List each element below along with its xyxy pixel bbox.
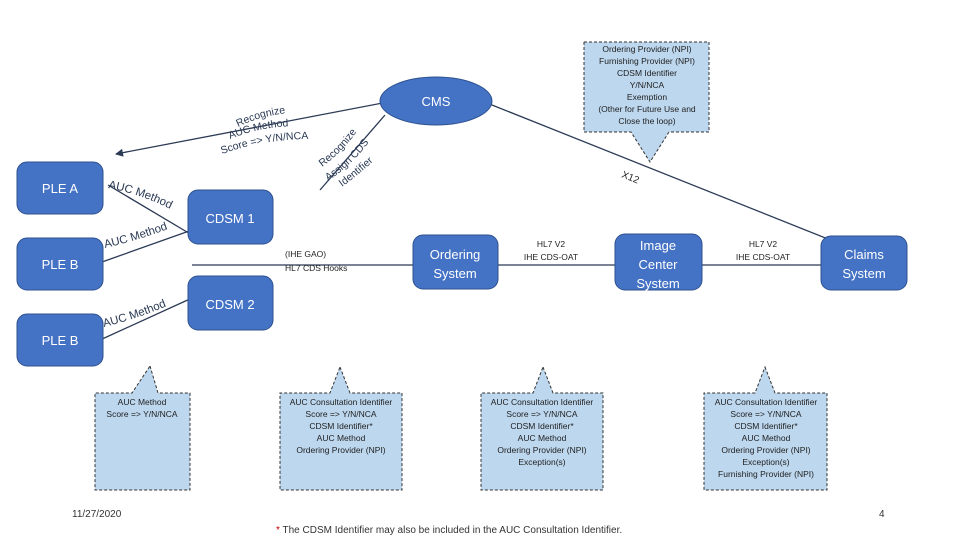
cdsm-callout-line-4: AUC Method	[317, 433, 366, 443]
top-callout-line-2: Furnishing Provider (NPI)	[599, 56, 695, 66]
ple-a-node[interactable]: PLE A	[16, 161, 104, 215]
claims-system-node[interactable]: Claims System	[820, 235, 908, 291]
x12-to-cms-line	[481, 100, 869, 256]
svg-text:AUC Method: AUC Method	[103, 221, 169, 251]
cdsm-callout: AUC Consultation Identifier Score => Y/N…	[279, 365, 403, 491]
top-callout-line-1: Ordering Provider (NPI)	[602, 44, 691, 54]
svg-text:AUC Method: AUC Method	[107, 179, 174, 211]
claims-callout-line-1: AUC Consultation Identifier	[715, 397, 818, 407]
ordering-system-node[interactable]: Ordering System	[412, 234, 499, 290]
hl7-v2-label-a: HL7 V2	[537, 239, 566, 249]
footnote-star: *	[276, 525, 280, 536]
cdsm-callout-line-2: Score => Y/N/NCA	[305, 409, 377, 419]
cms-to-ple-arrow	[115, 101, 389, 157]
ordering-callout-line-4: AUC Method	[518, 433, 567, 443]
cdsm-callout-line-5: Ordering Provider (NPI)	[296, 445, 385, 455]
top-callout-line-3: CDSM Identifier	[617, 68, 677, 78]
cdsm-callout-line-1: AUC Consultation Identifier	[290, 397, 393, 407]
claims-callout-line-7: Furnishing Provider (NPI)	[718, 469, 814, 479]
ple-callout-line-1: AUC Method	[118, 397, 167, 407]
ple-b-cdsm-line	[101, 229, 193, 263]
ordering-label-2: System	[433, 266, 476, 281]
ple-b2-node[interactable]: PLE B	[16, 313, 104, 367]
ordering-label-1: Ordering	[430, 247, 481, 262]
claims-label-1: Claims	[844, 247, 884, 262]
ple-callout-line-2: Score => Y/N/NCA	[106, 409, 178, 419]
ple-a-cdsm-line	[107, 184, 193, 236]
claims-callout: AUC Consultation Identifier Score => Y/N…	[703, 365, 828, 491]
cdsm2-label: CDSM 2	[205, 297, 254, 312]
ple-b2-cdsm2-line	[99, 297, 193, 341]
top-callout-line-6: (Other for Future Use and	[598, 104, 696, 114]
claims-label-2: System	[842, 266, 885, 281]
ple-b-auc-method-label: AUC Method	[103, 221, 169, 251]
svg-text:Assign CDSM: Assign CDSM	[0, 0, 371, 183]
connectors	[99, 100, 869, 341]
top-callout-line-7: Close the loop)	[618, 116, 675, 126]
footer-page-number: 4	[879, 509, 885, 520]
ordering-callout-line-2: Score => Y/N/NCA	[506, 409, 578, 419]
cms-node[interactable]: CMS	[379, 76, 493, 126]
cdsm1-label: CDSM 1	[205, 211, 254, 226]
ordering-callout-line-6: Exception(s)	[518, 457, 565, 467]
ple-b-node[interactable]: PLE B	[16, 237, 104, 291]
ple-a-label: PLE A	[42, 181, 78, 196]
cdsm2-node[interactable]: CDSM 2	[187, 275, 274, 331]
ple-callout: AUC Method Score => Y/N/NCA	[94, 364, 191, 491]
x12-label: X12	[620, 170, 641, 187]
top-callout: Ordering Provider (NPI) Furnishing Provi…	[583, 41, 710, 163]
cdsm1-node[interactable]: CDSM 1	[187, 189, 274, 245]
image-center-label-3: System	[636, 276, 679, 291]
image-center-label-1: Image	[640, 238, 676, 253]
claims-callout-line-4: AUC Method	[742, 433, 791, 443]
top-callout-line-4: Y/N/NCA	[630, 80, 665, 90]
cdsm-to-cms-line	[319, 114, 386, 191]
image-center-label-2: Center	[638, 257, 678, 272]
claims-callout-line-2: Score => Y/N/NCA	[730, 409, 802, 419]
ple-a-auc-method-label: AUC Method	[107, 179, 174, 211]
footnote: * The CDSM Identifier may also be includ…	[276, 525, 622, 536]
claims-callout-line-5: Ordering Provider (NPI)	[721, 445, 810, 455]
cms-label: CMS	[422, 94, 451, 109]
ihe-cds-oat-label-b: IHE CDS-OAT	[736, 252, 790, 262]
top-callout-line-5: Exemption	[627, 92, 667, 102]
ordering-callout-line-3: CDSM Identifier*	[510, 421, 574, 431]
ple-b-label: PLE B	[42, 257, 79, 272]
hl7-v2-label-b: HL7 V2	[749, 239, 778, 249]
claims-callout-line-3: CDSM Identifier*	[734, 421, 798, 431]
image-center-system-node[interactable]: Image Center System	[614, 233, 703, 291]
cdsm-callout-line-3: CDSM Identifier*	[309, 421, 373, 431]
ordering-callout-line-5: Ordering Provider (NPI)	[497, 445, 586, 455]
ple-b2-label: PLE B	[42, 333, 79, 348]
ordering-callout: AUC Consultation Identifier Score => Y/N…	[480, 365, 604, 491]
ihe-cds-oat-label-a: IHE CDS-OAT	[524, 252, 578, 262]
ihe-gao-label: (IHE GAO)	[285, 249, 326, 259]
claims-callout-line-6: Exception(s)	[742, 457, 789, 467]
hl7-cds-hooks-label: HL7 CDS Hooks	[285, 263, 347, 273]
ordering-callout-line-1: AUC Consultation Identifier	[491, 397, 594, 407]
assign-cdsm-label: Assign CDSM	[0, 0, 371, 183]
footer-date: 11/27/2020	[72, 509, 122, 520]
footnote-text: The CDSM Identifier may also be included…	[279, 525, 623, 536]
